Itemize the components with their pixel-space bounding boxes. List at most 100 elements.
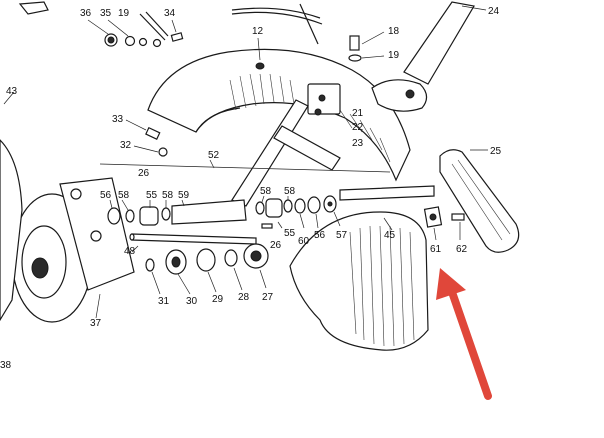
leader-32	[133, 145, 159, 153]
leader-34	[171, 19, 177, 33]
label-36: 36	[80, 8, 92, 19]
leader-61	[433, 227, 437, 241]
part-62-screw	[451, 213, 465, 221]
label-58a: 58	[118, 190, 130, 201]
wheel-hub-37	[0, 91, 135, 323]
leader-35	[107, 19, 129, 37]
part-57-center	[327, 201, 333, 207]
axle-end	[129, 233, 135, 241]
fork-mount-bolt	[405, 89, 415, 99]
label-31: 31	[158, 296, 170, 307]
part-29-ring	[196, 248, 216, 272]
part-32-washer	[158, 147, 168, 157]
label-33: 33	[112, 114, 124, 125]
fork-assembly	[348, 1, 487, 112]
label-59: 59	[178, 190, 190, 201]
label-26b: 26	[270, 240, 282, 251]
label-56a: 56	[100, 190, 112, 201]
label-27: 27	[262, 292, 274, 303]
parts-61-62	[423, 206, 465, 241]
part-58-ring-d	[283, 199, 293, 213]
label-37: 37	[90, 318, 102, 329]
label-62: 62	[456, 244, 468, 255]
arrow-head	[436, 268, 466, 300]
label-23: 23	[352, 138, 364, 149]
leader-33	[125, 119, 147, 131]
part-56-seal-b	[307, 196, 321, 214]
leader-12	[257, 37, 261, 61]
leader-18	[361, 31, 385, 45]
tyre-edge	[0, 139, 23, 322]
part-60-washer	[294, 198, 306, 214]
label-34: 34	[164, 8, 176, 19]
leader-59	[181, 199, 185, 207]
part-45-axle	[339, 185, 435, 201]
label-58d: 58	[284, 186, 296, 197]
part-19-washer-a	[138, 37, 148, 47]
leader-58c	[261, 195, 265, 203]
trim-strip-lower	[231, 11, 323, 25]
label-12: 12	[252, 26, 264, 37]
part-48-axle	[131, 233, 257, 245]
spacer-row-right	[255, 195, 341, 229]
rear-fender-shading	[349, 225, 415, 347]
part-30-bearing-center	[171, 256, 181, 268]
cut-off-part-top-left	[18, 1, 49, 15]
part-27-nut-center	[250, 250, 262, 262]
part-61-hole	[429, 213, 437, 221]
part-45-fender	[289, 211, 429, 351]
part-55-bush-b	[265, 198, 283, 218]
bracket-bolt-a	[318, 94, 326, 102]
label-45: 45	[384, 230, 396, 241]
bolt-33-group	[125, 119, 168, 157]
part-18-bolt	[349, 35, 360, 51]
label-19b: 19	[388, 50, 400, 61]
part-28-washer	[224, 249, 238, 267]
part-34-bolt	[170, 32, 184, 42]
label-58c: 58	[260, 186, 272, 197]
label-18: 18	[388, 26, 400, 37]
label-29: 29	[212, 294, 224, 305]
label-30: 30	[186, 296, 198, 307]
chain-guard-25	[439, 149, 520, 253]
part-26-pin	[261, 223, 273, 229]
leader-37	[95, 293, 101, 319]
fork-lower-mount	[371, 79, 428, 112]
label-26a: 26	[138, 168, 150, 179]
part-36-nut-center	[107, 36, 115, 44]
part-12-bolt	[255, 62, 265, 70]
label-21: 21	[352, 108, 364, 119]
part-19-washer-b	[152, 38, 162, 48]
leader-56b	[315, 213, 319, 229]
spacer-row-left	[107, 199, 247, 226]
swing-arm-brace	[273, 125, 341, 171]
leader-55b	[277, 221, 283, 229]
label-58b: 58	[162, 190, 174, 201]
label-60: 60	[298, 236, 310, 247]
trim-strip-leader	[299, 3, 319, 45]
leader-56a	[109, 199, 113, 209]
part-33-bolt	[145, 126, 161, 140]
part-31-washer	[145, 258, 155, 272]
leader-19b	[361, 55, 385, 59]
leader-30	[177, 273, 191, 295]
mudguard-shading	[229, 73, 391, 163]
part-number-labels: 36 35 19 34 12 18 19 24 43 33 32 21 22 2…	[0, 6, 502, 371]
leader-52	[209, 159, 215, 169]
part-58-ring-a	[125, 209, 135, 223]
leader-36	[87, 19, 109, 35]
highlight-arrow	[436, 268, 492, 400]
part-19-rod-b	[145, 11, 169, 37]
part-19-rod	[139, 13, 166, 41]
label-55a: 55	[146, 190, 158, 201]
trim-strip-upper	[231, 7, 321, 19]
part-19-washer	[348, 54, 362, 62]
label-43: 43	[6, 86, 18, 97]
hub-center	[31, 257, 49, 279]
part-35-washer	[124, 35, 136, 47]
leader-27	[259, 269, 267, 289]
plate-hole-a	[70, 188, 82, 200]
leader-31	[151, 271, 161, 295]
